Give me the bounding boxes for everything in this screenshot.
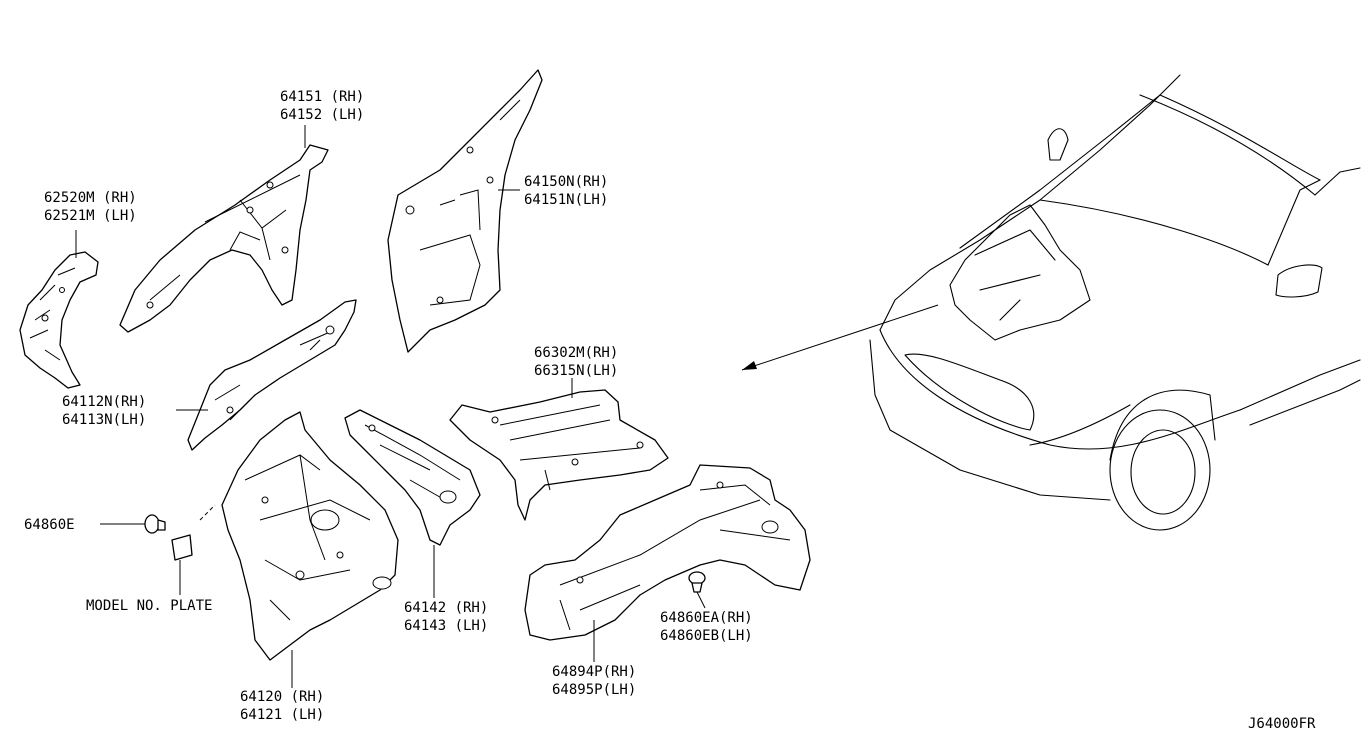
callout-66302m-lh: 66315N(LH) xyxy=(534,363,618,379)
callout-64112n: 64112N(RH) 64113N(LH) xyxy=(62,394,146,428)
callout-66302m: 66302M(RH) 66315N(LH) xyxy=(534,345,618,379)
grommet-64860e xyxy=(100,514,166,534)
leader-lines xyxy=(75,125,595,688)
part-64150n-panel xyxy=(387,69,543,353)
callout-64860ea-rh: 64860EA(RH) xyxy=(660,610,753,626)
callout-64112n-lh: 64113N(LH) xyxy=(62,412,146,428)
callout-64151: 64151 (RH) 64152 (LH) xyxy=(280,89,364,123)
callout-64894p: 64894P(RH) 64895P(LH) xyxy=(552,664,636,698)
callout-66302m-rh: 66302M(RH) xyxy=(534,345,618,361)
callout-64894p-rh: 64894P(RH) xyxy=(552,664,636,680)
callout-model-plate: MODEL NO. PLATE xyxy=(86,598,212,614)
callout-64120-rh: 64120 (RH) xyxy=(240,689,324,705)
part-64142-bracket xyxy=(344,409,481,546)
callout-64151-lh: 64152 (LH) xyxy=(280,107,364,123)
callout-64150n: 64150N(RH) 64151N(LH) xyxy=(524,174,608,208)
callout-62520m-rh: 62520M (RH) xyxy=(44,190,137,206)
callout-64142-rh: 64142 (RH) xyxy=(404,600,488,616)
part-64120-hoodledge xyxy=(221,411,399,661)
direction-arrow xyxy=(741,304,939,371)
callout-64860ea-lh: 64860EB(LH) xyxy=(660,628,753,644)
callout-grommet: 64860E xyxy=(24,517,75,533)
part-64112n-member xyxy=(187,299,357,451)
callout-64150n-lh: 64151N(LH) xyxy=(524,192,608,208)
part-64151-apron xyxy=(119,144,329,333)
part-62520m-bracket xyxy=(19,251,99,389)
callout-64860ea: 64860EA(RH) 64860EB(LH) xyxy=(660,610,753,644)
callout-62520m-lh: 62521M (LH) xyxy=(44,208,137,224)
callout-64142: 64142 (RH) 64143 (LH) xyxy=(404,600,488,634)
callout-62520m: 62520M (RH) 62521M (LH) xyxy=(44,190,137,224)
callout-64894p-lh: 64895P(LH) xyxy=(552,682,636,698)
clip-64860ea xyxy=(688,571,706,609)
diagram-id: J64000FR xyxy=(1248,716,1316,732)
callout-64120: 64120 (RH) 64121 (LH) xyxy=(240,689,324,723)
callout-64112n-rh: 64112N(RH) xyxy=(62,394,146,410)
part-66302m-extension xyxy=(449,389,669,521)
callout-64120-lh: 64121 (LH) xyxy=(240,707,324,723)
callout-64150n-rh: 64150N(RH) xyxy=(524,174,608,190)
callout-64142-lh: 64143 (LH) xyxy=(404,618,488,634)
model-number-plate xyxy=(171,504,216,595)
vehicle-outline xyxy=(869,74,1361,531)
part-64894p-guard xyxy=(524,464,811,641)
callout-64151-rh: 64151 (RH) xyxy=(280,89,364,105)
